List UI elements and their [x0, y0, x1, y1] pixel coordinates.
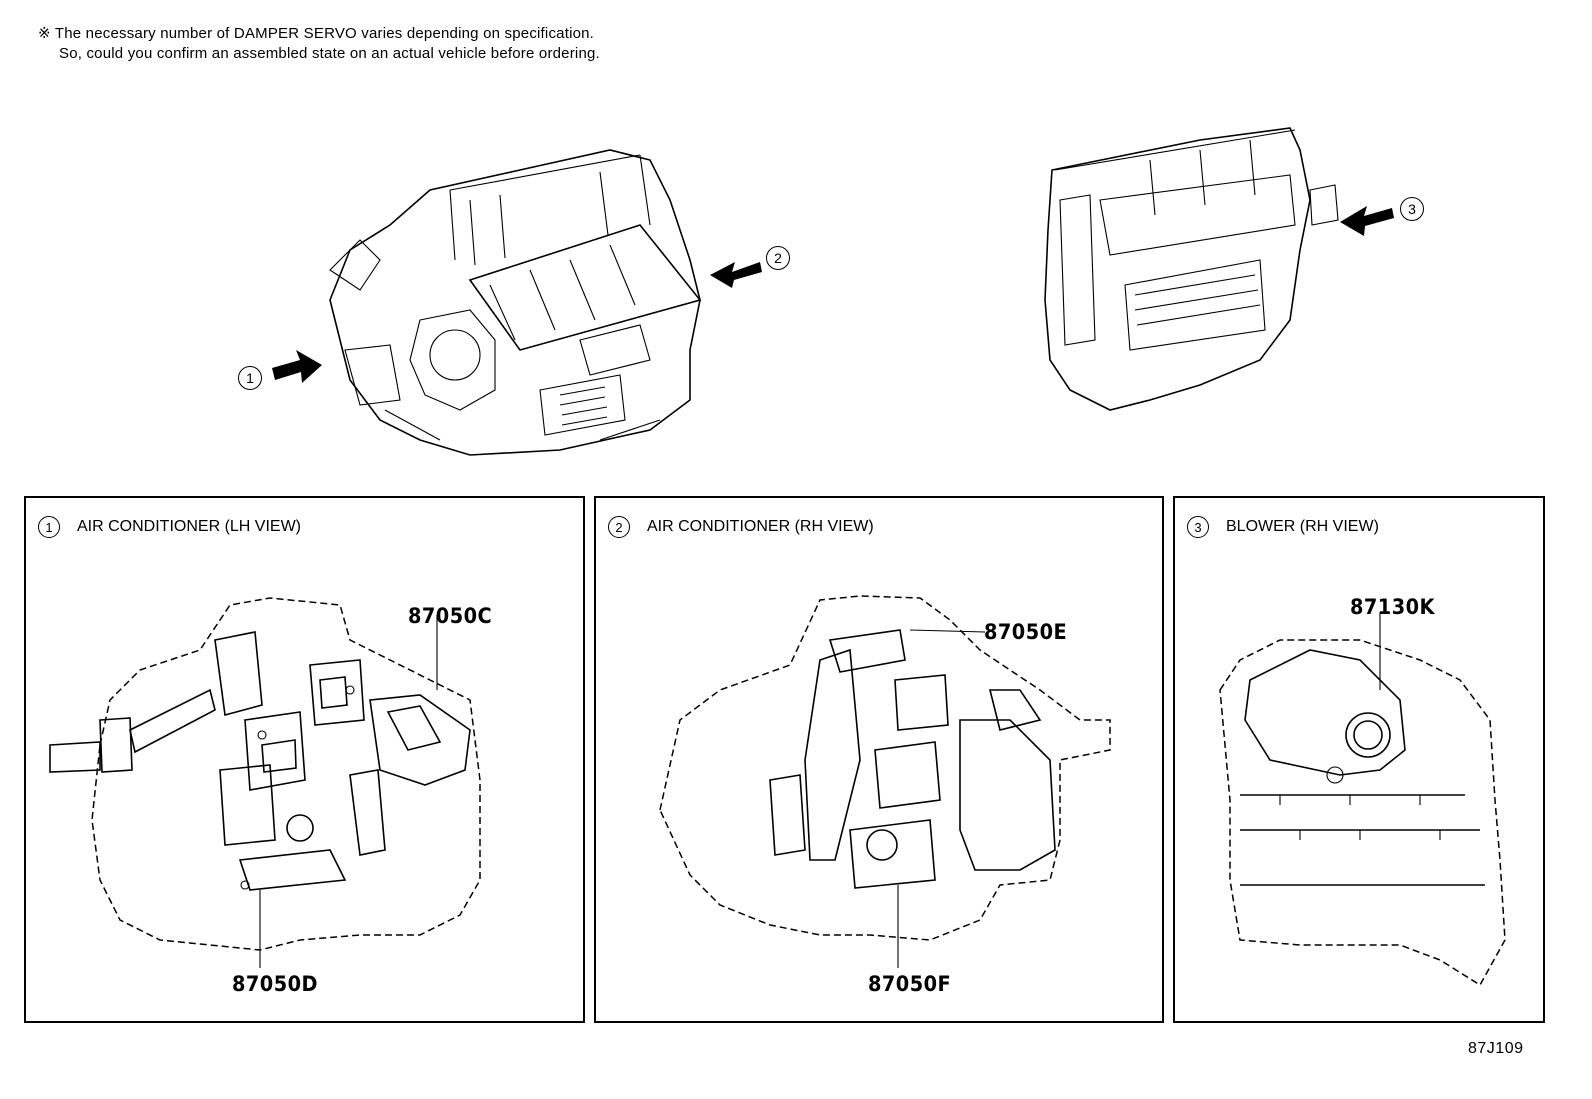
- air-conditioner-unit-illustration: [329, 149, 702, 456]
- panel-1-title: 1 AIR CONDITIONER (LH VIEW): [38, 516, 301, 538]
- part-label-87050d[interactable]: 87050D: [232, 972, 319, 996]
- view-marker-1: 1: [238, 366, 262, 390]
- blower-unit-illustration: [1044, 127, 1339, 411]
- view-marker-2: 2: [766, 246, 790, 270]
- panel-1-number: 1: [38, 516, 60, 538]
- view-marker-3: 3: [1400, 197, 1424, 221]
- blower-rh-view-drawing: [1219, 612, 1506, 987]
- air-conditioner-rh-view-drawing: [659, 595, 1111, 968]
- note-line-2: So, could you confirm an assembled state…: [59, 45, 600, 62]
- part-label-87050c[interactable]: 87050C: [408, 604, 493, 628]
- arrow-2-icon: [710, 262, 762, 288]
- view-marker-2-number: 2: [766, 246, 790, 270]
- panel-2-title: 2 AIR CONDITIONER (RH VIEW): [608, 516, 874, 538]
- note-line-1: ※ The necessary number of DAMPER SERVO v…: [38, 25, 595, 42]
- figure-code: 87J109: [1468, 1040, 1524, 1057]
- specification-note: ※ The necessary number of DAMPER SERVO v…: [38, 24, 600, 64]
- panel-3-title-text: BLOWER (RH VIEW): [1226, 518, 1379, 535]
- arrow-1-icon: [272, 350, 322, 383]
- view-marker-3-number: 3: [1400, 197, 1424, 221]
- part-label-87050e[interactable]: 87050E: [984, 620, 1068, 644]
- air-conditioner-lh-view-drawing: [49, 597, 481, 968]
- panel-air-conditioner-rh-view: 2 AIR CONDITIONER (RH VIEW): [594, 496, 1164, 1023]
- part-label-87050f[interactable]: 87050F: [868, 972, 952, 996]
- panel-2-title-text: AIR CONDITIONER (RH VIEW): [647, 518, 874, 535]
- part-label-87130k[interactable]: 87130K: [1350, 595, 1435, 619]
- panel-air-conditioner-lh-view: 1 AIR CONDITIONER (LH VIEW): [24, 496, 585, 1023]
- panel-blower-rh-view: 3 BLOWER (RH VIEW): [1173, 496, 1545, 1023]
- panel-2-number: 2: [608, 516, 630, 538]
- panel-1-title-text: AIR CONDITIONER (LH VIEW): [77, 518, 302, 535]
- arrow-3-icon: [1340, 206, 1394, 236]
- panel-3-number: 3: [1187, 516, 1209, 538]
- view-marker-1-number: 1: [238, 366, 262, 390]
- panel-3-title: 3 BLOWER (RH VIEW): [1187, 516, 1379, 538]
